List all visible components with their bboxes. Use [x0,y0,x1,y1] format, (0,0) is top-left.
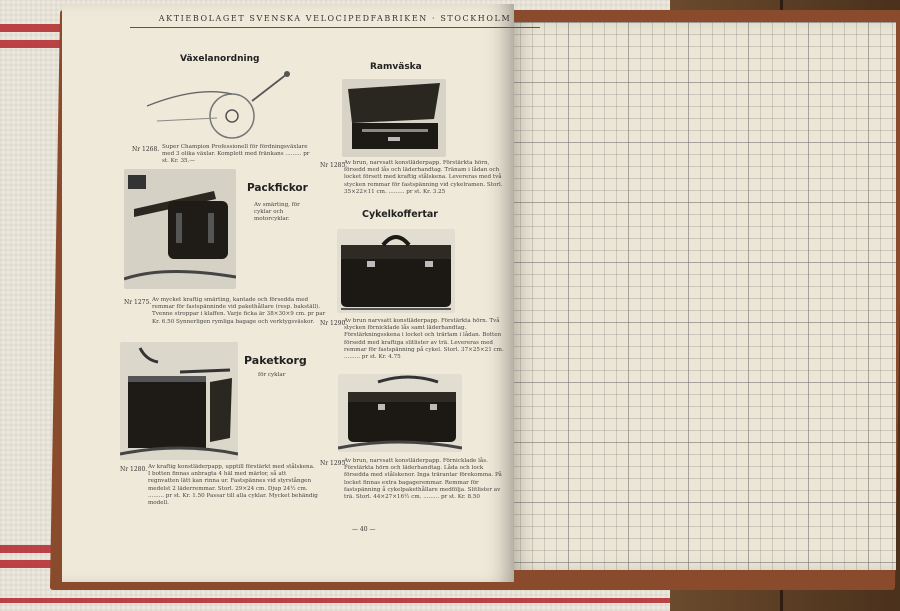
frame-bag-photo [342,79,446,157]
subtitle-packfickor: Av smärting, för cyklar och motorcyklar. [254,202,300,223]
saddlebags-photo [124,169,236,289]
text-1280: Av kraftig konstläderpapp, upptill först… [148,464,318,507]
text-1268: Super Champion Professionell för fördnin… [162,144,310,165]
nr-1268: Nr 1268. [132,146,160,153]
nr-1275: Nr 1275. [124,299,152,306]
tablecloth-stripe [0,598,900,603]
nr-1290: Nr 1290. [320,320,348,327]
bicycle-trunk-2-photo [338,374,462,452]
text-1290: Av brun narvsatt konstläderpapp. Förstär… [344,318,504,361]
nr-1285: Nr 1285. [320,162,348,169]
right-page-graph-paper [508,22,896,570]
parcel-basket-photo [120,342,238,460]
derailleur-illustration [137,66,297,144]
page-header: AKTIEBOLAGET SVENSKA VELOCIPEDFABRIKEN ·… [130,14,540,28]
nr-1295: Nr 1295. [320,460,348,467]
text-1275: Av mycket kraftig smärting, kantade och … [152,297,326,325]
text-1285: Av brun, narvsatt konstläderpapp. Förstä… [344,160,503,195]
section-title-packfickor: Packfickor [247,182,308,194]
page-number: — 40 — [352,526,376,533]
section-title-cykelkoffertar: Cykelkoffertar [362,209,438,220]
bicycle-trunk-photo [337,229,455,313]
subtitle-paketkorg: för cyklar [258,372,286,378]
text-1295: Av brun, narvsatt konstläderpapp. Förnic… [344,458,502,501]
section-title-paketkorg: Paketkorg [244,354,307,367]
section-title-vaxelanordning: Växelanordning [180,54,260,64]
nr-1280: Nr 1280. [120,466,148,473]
section-title-ramvaska: Ramväska [370,62,422,72]
left-page-catalog: AKTIEBOLAGET SVENSKA VELOCIPEDFABRIKEN ·… [62,4,540,582]
